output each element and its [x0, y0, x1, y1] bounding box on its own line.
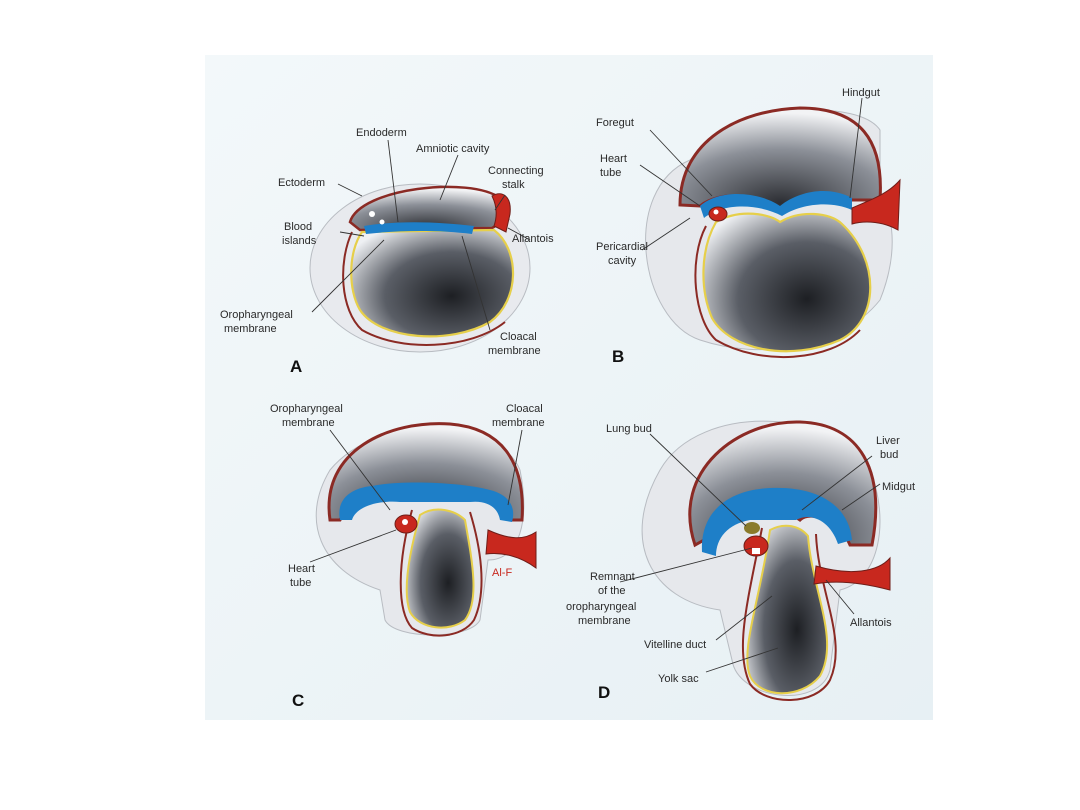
label-midgut: Midgut	[882, 481, 915, 493]
label-oropharyngeal-membrane: Oropharyngeal	[270, 403, 343, 415]
label-allantois: Allantois	[850, 617, 892, 629]
label-cloacal-membrane: Cloacal	[506, 403, 543, 415]
label-connecting-stalk: stalk	[502, 179, 525, 191]
panel-d-lung-bud-shape	[744, 522, 760, 534]
label-lung-bud: Lung bud	[606, 423, 652, 435]
label-heart-tube: tube	[290, 577, 311, 589]
panel-letter-d: D	[598, 683, 610, 702]
labels: Endoderm Amniotic cavity Connecting stal…	[220, 87, 915, 710]
label-cloacal-membrane: membrane	[492, 417, 545, 429]
label-remnant-oropharyngeal: membrane	[578, 615, 631, 627]
panel-b-yolk-sac	[702, 212, 872, 353]
label-ectoderm: Ectoderm	[278, 177, 325, 189]
panel-b-yolk-sac-outer	[694, 225, 861, 359]
label-heart-tube: Heart	[600, 153, 627, 165]
label-cloacal-membrane: Cloacal	[500, 331, 537, 343]
label-yolk-sac: Yolk sac	[658, 673, 699, 685]
panel-c-heart-lumen	[402, 519, 408, 525]
panel-a-blood-island	[369, 211, 375, 217]
panel-d	[641, 420, 891, 701]
label-cloacal-membrane: membrane	[488, 345, 541, 357]
panel-a-connecting-stalk	[491, 193, 511, 233]
label-oropharyngeal-membrane: membrane	[282, 417, 335, 429]
label-allantois-abbrev: Al-F	[492, 567, 512, 579]
panel-a	[309, 183, 531, 353]
leader-lines	[309, 97, 881, 673]
panel-c-gut-endoderm	[339, 482, 514, 522]
panel-letter-c: C	[292, 691, 304, 710]
label-pericardial-cavity: Pericardial	[596, 241, 648, 253]
label-foregut: Foregut	[596, 117, 634, 129]
panel-d-heart-lumen	[752, 548, 760, 554]
panel-a-endoderm-layer	[364, 222, 474, 234]
panel-d-allantois	[813, 556, 891, 591]
panel-letter-a: A	[290, 357, 302, 376]
label-pericardial-cavity: cavity	[608, 255, 637, 267]
label-endoderm: Endoderm	[356, 127, 407, 139]
label-vitelline-duct: Vitelline duct	[644, 639, 706, 651]
label-liver-bud: Liver	[876, 435, 900, 447]
panel-b-allantois	[851, 178, 901, 231]
panel-c-yolk-sac-outer	[399, 509, 483, 637]
label-liver-bud: bud	[880, 449, 898, 461]
panel-d-yolk-sac-outer	[741, 527, 837, 701]
panel-b-heart-tube	[708, 206, 728, 222]
label-amniotic-cavity: Amniotic cavity	[416, 143, 490, 155]
panel-a-yolk-sac	[350, 228, 515, 338]
panel-letter-b: B	[612, 347, 624, 366]
label-remnant-oropharyngeal: of the	[598, 585, 626, 597]
label-heart-tube: tube	[600, 167, 621, 179]
label-allantois: Allantois	[512, 233, 554, 245]
panel-c-allantois	[485, 529, 537, 569]
panel-b-heart-lumen	[713, 209, 719, 215]
label-heart-tube: Heart	[288, 563, 315, 575]
label-blood-islands: Blood	[284, 221, 312, 233]
label-oropharyngeal-membrane: membrane	[224, 323, 277, 335]
label-connecting-stalk: Connecting	[488, 165, 544, 177]
panel-d-gut-endoderm	[701, 487, 852, 556]
panel-d-heart-tube	[743, 535, 769, 557]
panel-c-yolk-sac	[405, 508, 475, 629]
label-hindgut: Hindgut	[842, 87, 880, 99]
label-blood-islands: islands	[282, 235, 317, 247]
panel-b-gut-endoderm	[700, 191, 852, 218]
panel-a-blood-island	[379, 219, 385, 225]
label-remnant-oropharyngeal: oropharyngeal	[566, 601, 636, 613]
label-remnant-oropharyngeal: Remnant	[590, 571, 635, 583]
panel-b	[645, 106, 901, 359]
panel-a-yolk-sac-outer	[342, 231, 506, 346]
label-oropharyngeal-membrane: Oropharyngeal	[220, 309, 293, 321]
